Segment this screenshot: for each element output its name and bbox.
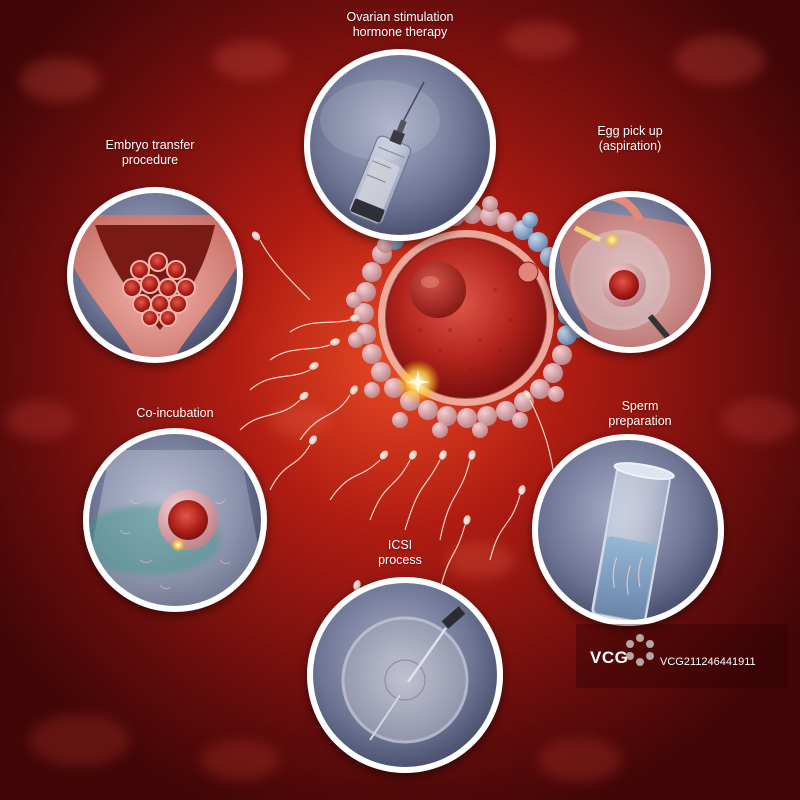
embryo-cluster [122,252,196,327]
label-ovarian-stimulation: Ovarian stimulation hormone therapy [300,10,500,40]
watermark-flower-icon [626,634,654,666]
icsi-illustration [341,606,469,744]
sperm-heads [251,231,531,590]
watermark-logo: VCG [590,648,629,667]
label-line: process [378,553,422,567]
label-embryo-transfer: Embryo transfer procedure [70,138,230,168]
label-line: hormone therapy [352,25,448,39]
syringe-illustration [320,80,440,225]
label-line: Egg pick up [597,124,663,138]
label-line: Embryo transfer [105,138,195,152]
ovary-illustration [560,197,705,347]
dish-incubation-illustration [89,450,261,606]
label-line: procedure [121,153,179,167]
watermark-panel [576,624,788,688]
polar-body [517,261,539,283]
test-tube-illustration [591,462,675,620]
uterus-embryo-illustration [73,215,237,357]
label-line: Co-incubation [136,406,214,420]
label-line: preparation [608,414,672,428]
label-line: ICSI [387,538,413,552]
label-line: Sperm [621,399,659,413]
label-sperm-preparation: Sperm preparation [580,399,700,429]
label-co-incubation: Co-incubation [100,406,250,421]
label-egg-pickup: Egg pick up (aspiration) [560,124,700,154]
label-icsi: ICSI process [350,538,450,568]
label-line: (aspiration) [598,139,662,153]
blood-cells-background [5,22,798,782]
watermark-id: VCG211246441911 [660,656,756,668]
egg-nucleus [410,262,466,318]
label-line: Ovarian stimulation [346,10,454,24]
